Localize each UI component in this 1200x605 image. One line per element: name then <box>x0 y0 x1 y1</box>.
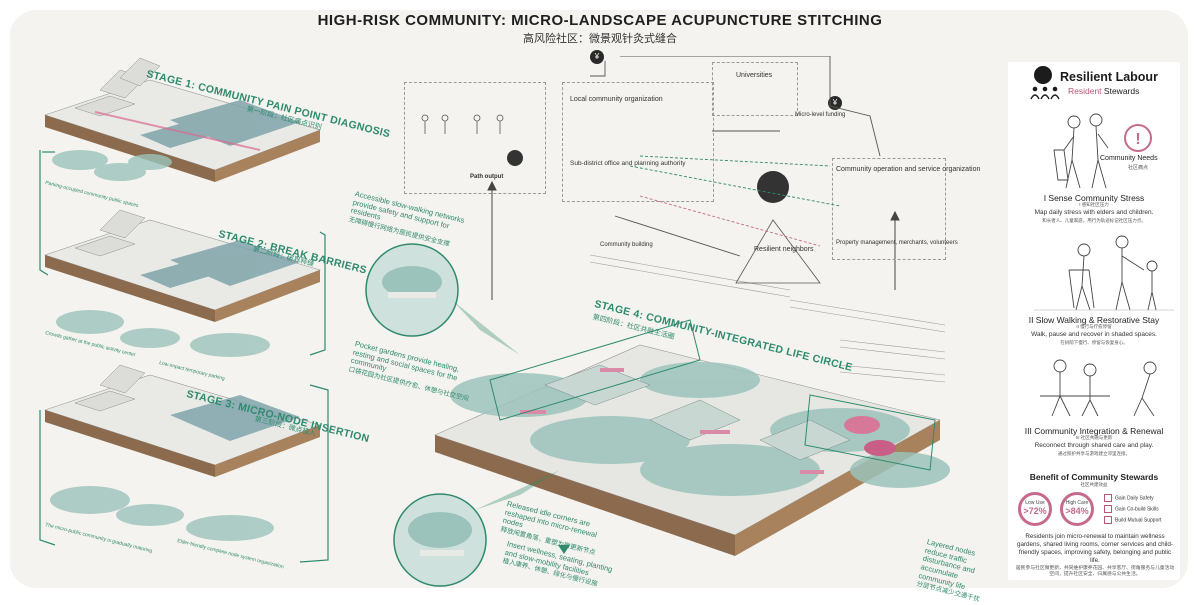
stat-high-care-label: High Care <box>1065 500 1089 506</box>
down-triangle-icon <box>558 545 570 554</box>
walking-family-illustration <box>1034 235 1174 311</box>
stage-ii-title: II Slow Walking & Restorative Stay <box>1028 315 1160 325</box>
legend-mutual-support: Build Mutual Support <box>1104 516 1161 524</box>
stat-low-use: Low Use >72% <box>1018 492 1052 526</box>
stage3-block <box>44 364 321 541</box>
shield-icon <box>1104 494 1112 502</box>
pink-pavilion <box>844 416 896 456</box>
stage-connector-lines <box>39 150 329 563</box>
svg-text:!: ! <box>1135 131 1140 148</box>
resilient-labour-subtitle: Resident Stewards <box>1068 86 1139 96</box>
hammer-logo-icon <box>1034 66 1052 84</box>
community-operation-box <box>832 158 946 260</box>
resilient-neighbors-label: Resilient neighbors <box>754 246 814 253</box>
community-needs-label: Community Needs <box>1100 155 1158 162</box>
local-org-label: Local community organization <box>570 96 663 103</box>
heart-icon <box>1104 516 1112 524</box>
stage-iii-body: Reconnect through shared care and play. <box>1034 442 1154 449</box>
path-output-box <box>404 82 546 194</box>
path-output-label: Path output <box>470 174 504 180</box>
elderly-walking-illustration: ! <box>1053 113 1152 189</box>
stage-i-cn: I 感知社区压力 <box>1079 202 1109 207</box>
stat-high-care: High Care >84% <box>1060 492 1094 526</box>
sub-district-label: Sub-district office and planning authori… <box>570 160 686 167</box>
stage2-block <box>44 209 321 357</box>
subtitle-resident: Resident <box>1068 86 1102 96</box>
stat-low-use-value: >72% <box>1023 506 1047 516</box>
stage-iii-body-cn: 通过照护共享与游戏建立邻里连接。 <box>1058 451 1130 456</box>
page-subtitle: 高风险社区：微景观针灸式缝合 <box>523 33 677 45</box>
stat-high-care-value: >84% <box>1065 506 1089 516</box>
stakeholder-figures-icon <box>421 114 523 166</box>
stage-i-title: I Sense Community Stress <box>1043 193 1145 203</box>
community-care-illustration <box>1040 359 1157 417</box>
legend-daily-safety-label: Gain Daily Safety <box>1115 495 1154 502</box>
local-org-box <box>562 82 714 202</box>
funding-yen-icon-left: ¥ <box>590 50 604 64</box>
property-mgmt-label: Property management, merchants, voluntee… <box>836 240 958 246</box>
subtitle-stewards: Stewards <box>1101 86 1140 96</box>
legend-cobuild-skills: Gain Co-build Skills <box>1104 505 1159 513</box>
stage1-block <box>44 57 321 182</box>
hands-icon <box>1104 505 1112 513</box>
magnifier-circles <box>365 243 560 587</box>
closing-text: Residents join micro-renewal to maintain… <box>1016 533 1174 564</box>
stage-iii-title: III Community Integration & Renewal <box>1024 426 1164 436</box>
legend-cobuild-skills-label: Gain Co-build Skills <box>1115 506 1159 513</box>
diagram-connectors <box>590 56 881 257</box>
benefit-cn: 社区共建效益 <box>1080 482 1108 487</box>
stage4-main-block <box>434 319 950 556</box>
community-operation-label: Community operation and service organiza… <box>836 166 981 173</box>
legend-mutual-support-label: Build Mutual Support <box>1115 517 1162 524</box>
closing-text-cn: 居民参与社区微更新，共同维护康养花园、共享客厅、街角服务与儿童活动空间，提升社区… <box>1015 566 1175 578</box>
track-lines <box>589 254 946 383</box>
stat-low-use-label: Low Use <box>1025 500 1045 506</box>
benefit-title: Benefit of Community Stewards <box>1029 472 1159 482</box>
universities-box <box>712 62 798 116</box>
stage-iii-cn: III 社区共融与更新 <box>1075 435 1113 440</box>
stage-ii-body-cn: 在树荫下慢行、停留与恢复身心。 <box>1060 340 1128 345</box>
micro-funding-label: Micro-level funding <box>795 112 846 118</box>
community-needs-cn: 社区痛点 <box>1128 165 1149 171</box>
stage-ii-body: Walk, pause and recover in shaded spaces… <box>1031 331 1157 338</box>
people-group-icon <box>1030 86 1060 100</box>
page-title: HIGH-RISK COMMUNITY: MICRO-LANDSCAPE ACU… <box>317 12 883 29</box>
resilient-labour-title: Resilient Labour <box>1060 70 1158 84</box>
flow-arrows <box>487 180 900 300</box>
community-building-label: Community building <box>600 242 653 248</box>
stage-ii-cn: II 慢行与疗愈停留 <box>1076 324 1112 329</box>
legend-daily-safety: Gain Daily Safety <box>1104 494 1154 502</box>
universities-label: Universities <box>736 72 773 79</box>
resilient-neighbors-diagram <box>735 171 821 284</box>
stage-i-body: Map daily stress with elders and childre… <box>1034 209 1154 216</box>
stage-i-body-cn: 和长者人、儿童家庭，用行为轨迹标记社区压力点。 <box>1042 218 1146 223</box>
